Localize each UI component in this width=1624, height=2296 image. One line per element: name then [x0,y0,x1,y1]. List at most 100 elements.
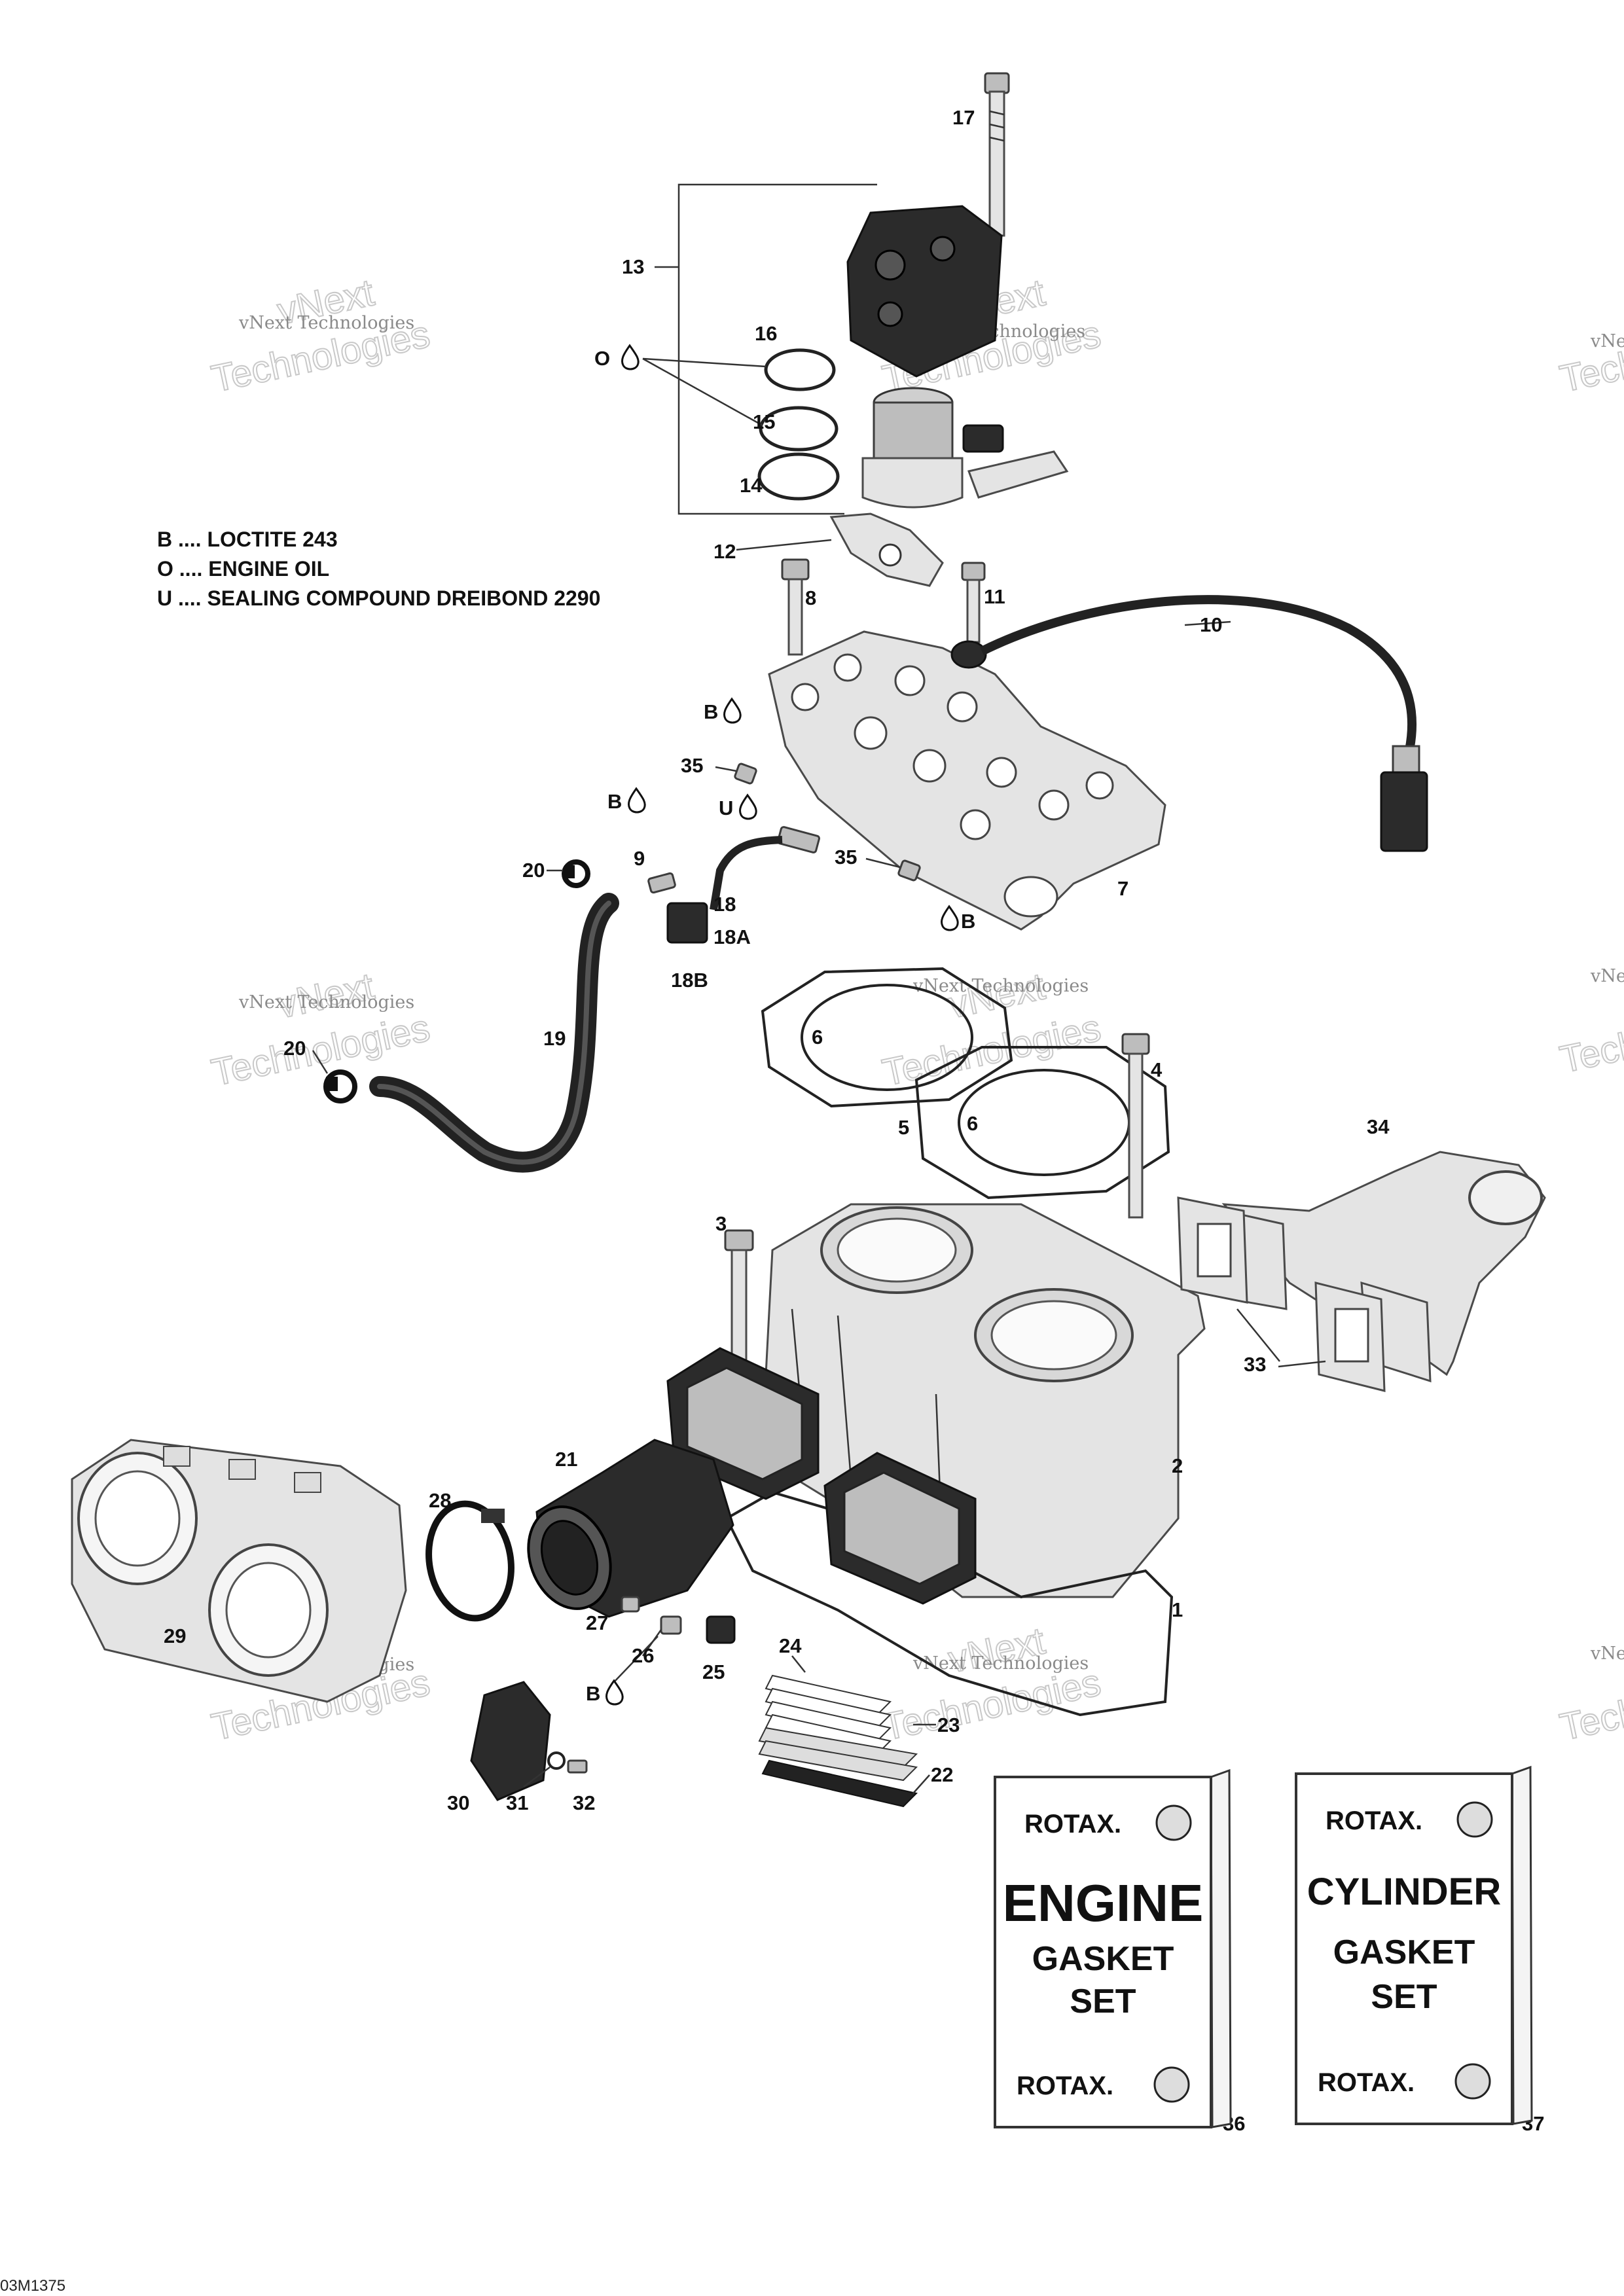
callout-14: 14 [740,474,763,497]
engine-oil-mark: O [594,344,640,370]
leader-24 [791,1655,806,1673]
small-fittings [613,1596,736,1683]
sensor-30 [470,1681,551,1801]
clamp-20-upper [562,859,590,888]
exhaust-manifold-group [1177,1151,1546,1392]
callout-33: 33 [1244,1353,1266,1376]
compound-marks: O B B U B B [586,344,975,1706]
clamp-28 [425,1500,514,1622]
brand-logo-icon [1153,2066,1190,2103]
head-gasket-6-front [761,967,1013,1108]
fitting-35-upper [734,762,757,785]
reference-code: 03M1375 [0,2277,65,2295]
callout-11: 11 [984,585,1005,608]
engine-box-brand-bottom: ROTAX. [1017,2072,1113,2100]
watermark-small: vNext Technologies [1590,966,1624,986]
reed-petals [758,1655,936,1808]
valve-cover [846,205,1003,378]
leader-35a [715,766,737,772]
cylinder-head-group [647,558,1428,944]
callout-6-front: 6 [812,1026,823,1049]
callout-20-lower: 20 [283,1037,306,1060]
head-gasket-6-rear [914,1046,1170,1200]
watermark: vNext Technologies [878,1619,1106,1749]
leader-20-lower [312,1050,329,1074]
sealing-letter: U [719,797,733,819]
leader-33a [1236,1308,1280,1362]
callout-35-lower: 35 [835,846,857,869]
intake-adaptor-21 [527,1439,734,1618]
valve-actuator [861,387,1069,509]
leader-33b [1278,1360,1326,1368]
droplet-icon [605,1679,624,1706]
callout-34: 34 [1367,1115,1390,1138]
leader-oil-15 [642,357,763,427]
callout-3: 3 [715,1212,727,1235]
leader-12 [736,539,832,551]
callout-35-upper: 35 [681,754,703,777]
callouts: 1 2 3 4 5 6 6 7 8 9 10 11 12 13 14 15 16… [164,106,1544,2135]
callout-12: 12 [713,540,736,563]
callout-17: 17 [952,106,975,129]
rave-valve-group [642,72,1069,587]
bolt-9 [647,872,676,894]
callout-2: 2 [1172,1454,1183,1477]
o-ring-15 [759,406,839,452]
watermark-big-bottom: Technologies [1557,1661,1624,1749]
brand-logo-icon [1456,1801,1493,1838]
cylinder-box-title: CYLINDER [1307,1871,1501,1913]
loctite-mark-fitting: B [940,905,975,933]
droplet-icon [627,787,646,814]
cylinder-box-brand-top: ROTAX. [1326,1806,1422,1835]
loctite-letter: B [586,1682,600,1705]
callout-31: 31 [506,1791,528,1814]
callout-29: 29 [164,1624,186,1647]
watermark-big-bottom: Technologies [1557,994,1624,1081]
o-ring-14 [757,452,840,501]
cap-25 [706,1615,736,1644]
callout-4: 4 [1151,1058,1163,1081]
callout-24: 24 [779,1634,802,1657]
leader-35b [865,857,901,869]
legend-loctite: B .... LOCTITE 243 [157,528,338,551]
callout-8: 8 [805,586,816,609]
temperature-sensor-18 [666,826,820,944]
droplet-icon [738,793,757,820]
screw-26 [660,1615,682,1635]
callout-15: 15 [753,410,775,433]
callout-23: 23 [937,1713,960,1736]
callout-18a: 18A [713,925,751,948]
callout-27: 27 [586,1611,608,1634]
callout-21: 21 [555,1448,577,1471]
watermark-small: vNext Technologies [1590,331,1624,351]
cylinder-box-line3: SET [1371,1978,1437,2016]
watermark-small: vNext Technologies [238,992,414,1013]
watermark: Technologies [1556,993,1624,1082]
reed-valve-group [666,1347,977,1605]
callout-18b: 18B [671,969,708,992]
droplet-icon [940,905,959,931]
callout-13: 13 [622,255,644,278]
leader-31 [523,1767,550,1787]
bolt-17 [984,72,1010,237]
loctite-mark-screws: B [586,1679,624,1706]
callout-10: 10 [1200,613,1222,636]
callout-20-upper: 20 [522,859,545,882]
loctite-mark-head: B [704,697,742,724]
callout-28: 28 [429,1489,451,1512]
callout-9: 9 [634,847,645,870]
cylinder-gasket-set-box: ROTAX. CYLINDER GASKET SET ROTAX. [1295,1765,1533,2125]
watermark-big-bottom: Technologies [879,1661,1105,1749]
watermark: Technologies [1556,1660,1624,1749]
watermark-small: vNext Technologies [912,976,1089,996]
o-ring-16 [764,348,836,391]
leader-oil-16 [642,357,767,368]
leader-22 [912,1774,930,1794]
callout-26: 26 [632,1644,654,1667]
fitting-35-lower [897,859,921,882]
engine-box-line2: GASKET [1032,1940,1174,1978]
callout-22: 22 [931,1763,953,1786]
throttle-sensor-group [470,1681,588,1801]
bracket-13 [677,183,877,515]
callout-7: 7 [1117,877,1128,900]
